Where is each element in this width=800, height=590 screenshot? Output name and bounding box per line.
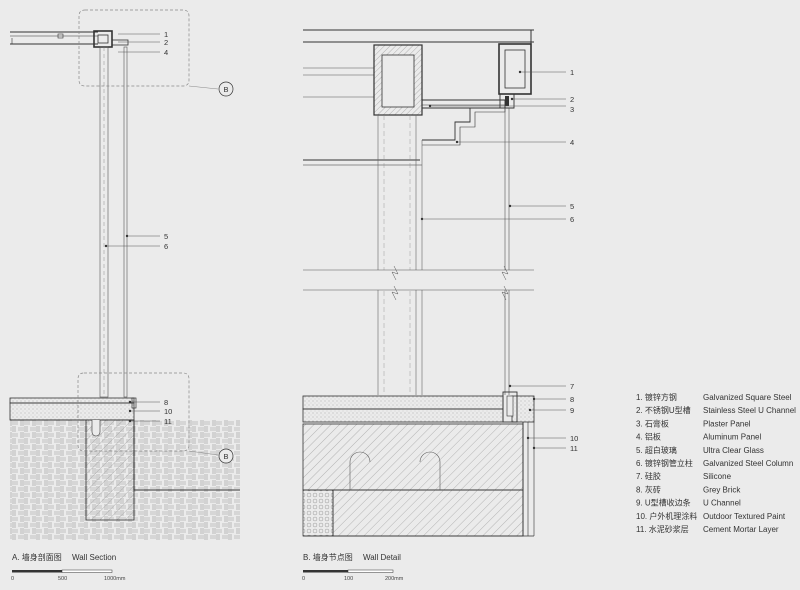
b-callout-10: 10: [570, 434, 578, 443]
b-callout-3: 3: [570, 105, 574, 114]
svg-text:0: 0: [302, 576, 305, 582]
svg-text:500: 500: [58, 576, 67, 582]
b-callout-11: 11: [570, 444, 578, 453]
panel-a-wall-section: 1 2 4 5 6 8 10 11 B B A. 墙身剖面图 Wall Sect…: [9, 9, 240, 582]
legend-item-cn: 6. 镀锌钢管立柱: [636, 458, 693, 468]
b-callout-8: 8: [570, 395, 574, 404]
b-callout-2: 2: [570, 95, 574, 104]
legend-item-cn: 8. 灰砖: [636, 484, 661, 494]
materials-legend: 1. 镀锌方钢 Galvanized Square Steel 2. 不锈钢U型槽 S…: [636, 392, 796, 534]
legend-item-cn: 11. 水泥砂浆层: [636, 524, 689, 534]
panel-b-caption-cn: B. 墙身节点图: [303, 552, 353, 562]
a-callout-5: 5: [164, 232, 168, 241]
a-callout-4: 4: [164, 48, 168, 57]
panel-a-caption-cn: A. 墙身剖面图: [12, 552, 62, 562]
legend-item-en: Silicone: [703, 472, 732, 481]
legend-item-en: Outdoor Textured Paint: [703, 512, 786, 521]
legend-item-en: Galvanized Steel Column: [703, 459, 793, 468]
legend-item-en: Plaster Panel: [703, 419, 751, 428]
b-callout-7: 7: [570, 382, 574, 391]
legend-item-en: Aluminum Panel: [703, 433, 761, 442]
b-callout-5: 5: [570, 202, 574, 211]
a-callout-8: 8: [164, 398, 168, 407]
scale-bar-a: 0 500 1000mm: [11, 569, 126, 582]
b-callout-9: 9: [570, 406, 574, 415]
a-callout-10: 10: [164, 407, 172, 416]
scale-bar-b: 0 100 200mm: [302, 569, 404, 582]
legend-item-cn: 10. 户外机理涂料: [636, 511, 697, 521]
a-callout-2: 2: [164, 38, 168, 47]
a-callout-6: 6: [164, 242, 168, 251]
legend-item-en: Grey Brick: [703, 485, 741, 494]
legend-item-en: Galvanized Square Steel: [703, 393, 792, 402]
legend-item-cn: 4. 铝板: [636, 432, 661, 442]
b-callout-4: 4: [570, 138, 574, 147]
svg-text:0: 0: [11, 576, 14, 582]
panel-b-caption-en: Wall Detail: [363, 553, 401, 562]
legend-item-cn: 3. 石膏板: [636, 418, 669, 428]
legend-item-cn: 7. 硅胶: [636, 471, 661, 481]
legend-item-en: U Channel: [703, 499, 741, 508]
legend-item-cn: 2. 不锈钢U型槽: [636, 405, 691, 415]
legend-item-cn: 5. 超白玻璃: [636, 445, 677, 455]
b-callout-1: 1: [570, 68, 574, 77]
legend-item-en: Ultra Clear Glass: [703, 446, 764, 455]
detail-tag-b-top: B: [224, 85, 229, 94]
detail-tag-b-bottom: B: [224, 452, 229, 461]
svg-text:100: 100: [344, 576, 353, 582]
legend-item-cn: 9. U型槽收边条: [636, 498, 691, 508]
legend-item-cn: 1. 镀锌方钢: [636, 392, 677, 402]
a-callout-1: 1: [164, 30, 168, 39]
svg-text:200mm: 200mm: [385, 576, 404, 582]
b-callout-6: 6: [570, 215, 574, 224]
legend-item-en: Cement Mortar Layer: [703, 525, 779, 534]
svg-text:1000mm: 1000mm: [104, 576, 126, 582]
panel-b-wall-detail: 1 2 3 4 5 6 7 8 9 10 11 B. 墙身节点图 Wall De…: [300, 29, 578, 582]
legend-item-en: Stainless Steel U Channel: [703, 406, 796, 415]
panel-a-caption-en: Wall Section: [72, 553, 116, 562]
a-callout-11: 11: [164, 417, 172, 426]
